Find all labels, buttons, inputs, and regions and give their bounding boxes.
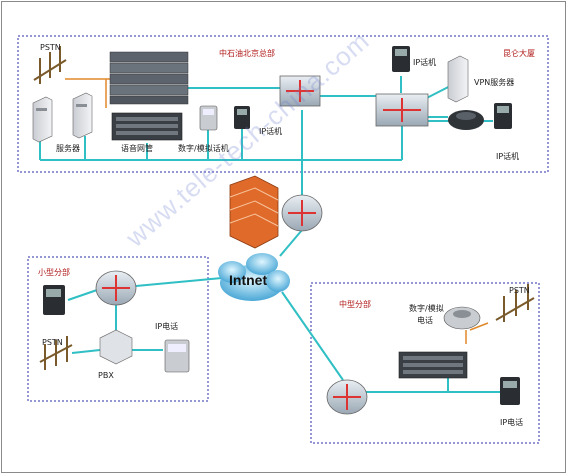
servers-label: 服务器 <box>56 144 80 153</box>
digital-phone-medium-label-1: 数字/模拟 <box>409 304 444 313</box>
router-icon <box>375 93 429 127</box>
server-icon <box>72 92 93 139</box>
ip-phone-hq-label: IP话机 <box>259 127 283 136</box>
voice-gateway-icon <box>398 351 468 379</box>
voice-gateway-stack-icon <box>109 51 189 105</box>
pbx-label: PBX <box>98 371 114 380</box>
ip-phone-icon <box>500 377 520 405</box>
core-router-icon <box>281 194 323 232</box>
ip-phone-icon <box>392 46 410 72</box>
ip-phone-small-label: IP电话 <box>155 322 179 331</box>
pstn-small-icon <box>39 336 73 370</box>
digital-phone-hq-label: 数字/模拟话机 <box>178 144 229 153</box>
pstn-hq-icon <box>33 46 67 84</box>
ip-phone-kunlun-top-label: IP话机 <box>413 58 437 67</box>
digital-phone-icon <box>199 105 218 131</box>
router-icon <box>326 379 368 415</box>
internet-label: Intnet <box>229 272 268 288</box>
firewall-icon <box>229 175 279 249</box>
vpn-server-label: VPN服务器 <box>474 78 515 87</box>
ip-phone-icon <box>164 339 190 373</box>
pstn-hq-label: PSTN <box>40 43 61 52</box>
voice-gateway-icon <box>111 112 183 141</box>
ip-phone-icon <box>43 285 65 315</box>
ip-phone-medium-label: IP电话 <box>500 418 524 427</box>
region-title-kunlun: 昆仑大厦 <box>503 49 535 58</box>
conference-phone-icon <box>443 306 481 330</box>
pstn-medium-label: PSTN <box>509 286 530 295</box>
vpn-server-icon <box>447 55 469 103</box>
pstn-trunk-medium <box>469 322 489 331</box>
ip-phone-icon <box>494 103 512 129</box>
region-title-hq: 中石油北京总部 <box>219 49 275 58</box>
internet-cloud-icon <box>218 253 290 301</box>
pbx-icon <box>99 329 133 365</box>
pstn-small-label: PSTN <box>42 338 63 347</box>
small-branch-border <box>27 256 209 402</box>
hq-region-border <box>17 35 549 173</box>
region-title-small: 小型分部 <box>38 268 70 277</box>
voice-gateway-label: 语音网管 <box>121 144 153 153</box>
pstn-medium-icon <box>495 284 535 322</box>
conference-phone-icon <box>448 110 484 130</box>
ip-phone-kunlun-bottom-label: IP话机 <box>496 152 520 161</box>
ip-phone-icon <box>234 106 250 129</box>
digital-phone-medium-label-2: 电话 <box>417 316 433 325</box>
medium-branch-border <box>310 282 540 444</box>
region-title-medium: 中型分部 <box>339 300 371 309</box>
router-icon <box>95 270 137 306</box>
server-icon <box>32 96 53 143</box>
router-icon <box>279 75 321 107</box>
